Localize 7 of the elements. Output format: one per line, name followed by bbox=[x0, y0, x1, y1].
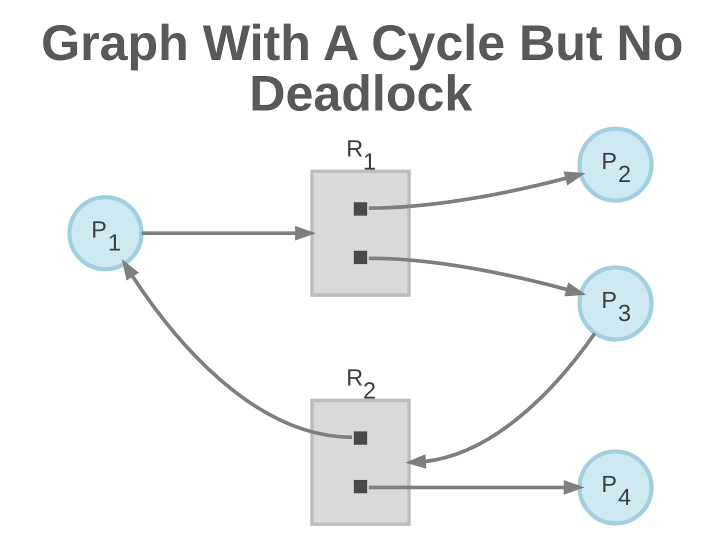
arrow bbox=[368, 171, 585, 210]
arrow bbox=[368, 256, 586, 296]
arrow bbox=[368, 480, 584, 495]
arrow bbox=[141, 226, 316, 240]
arrow bbox=[121, 259, 352, 440]
diagram-title: Graph With A Cycle But No Deadlock bbox=[40, 15, 683, 122]
arrow bbox=[404, 332, 596, 469]
